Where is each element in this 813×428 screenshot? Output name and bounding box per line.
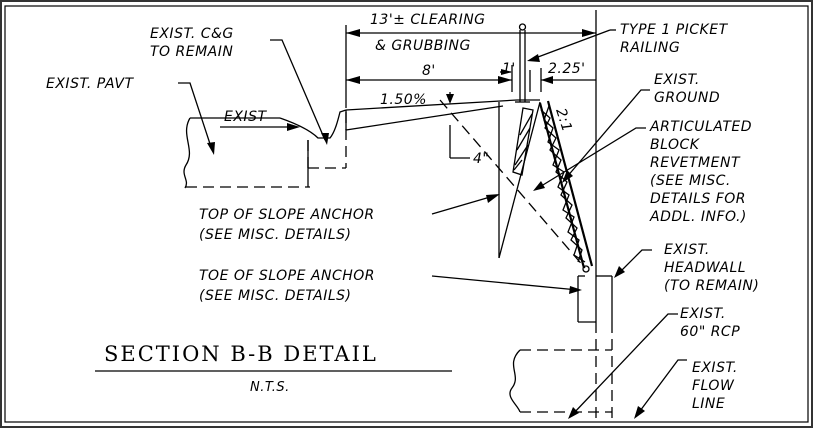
label-revetment-3: REVETMENT	[650, 155, 741, 171]
slope-arrow	[446, 92, 454, 104]
label-headwall-2: HEADWALL	[664, 260, 746, 276]
dimension-4in	[449, 125, 470, 159]
label-dim-4in: 4"	[473, 151, 489, 167]
existing-headwall	[577, 10, 613, 323]
existing-rcp-pipe	[509, 322, 613, 420]
leader-lines	[178, 29, 687, 419]
label-toe-anchor-2: (SEE MISC. DETAILS)	[199, 288, 352, 304]
label-clearing-2: & GRUBBING	[375, 38, 471, 54]
sidewalk-slab	[345, 99, 540, 131]
title-scale: N.T.S.	[250, 380, 290, 395]
label-dim-8ft: 8'	[422, 63, 436, 79]
label-exist-arrow: EXIST	[224, 109, 267, 125]
label-revetment-2: BLOCK	[650, 137, 701, 153]
label-dim-2.25ft: 2.25'	[548, 61, 586, 77]
picket-railing-post	[515, 23, 530, 103]
label-exist-cg-1: EXIST. C&G	[150, 26, 234, 42]
label-slope-21: 2:1	[552, 106, 575, 134]
label-revetment-1: ARTICULATED	[649, 119, 752, 135]
label-exist-ground-1: EXIST.	[654, 72, 700, 88]
label-railing-1: TYPE 1 PICKET	[620, 22, 729, 38]
label-flow-1: EXIST.	[692, 360, 738, 376]
label-exist-pavt: EXIST. PAVT	[46, 76, 134, 92]
anchor-hatch	[512, 107, 534, 176]
dimension-1ft	[500, 69, 531, 92]
label-top-anchor-1: TOP OF SLOPE ANCHOR	[199, 207, 375, 223]
label-exist-ground-2: GROUND	[654, 90, 720, 106]
label-flow-2: FLOW	[692, 378, 735, 394]
label-revetment-6: ADDL. INFO.)	[649, 209, 747, 225]
label-rcp-2: 60" RCP	[680, 324, 740, 340]
inner-border	[4, 5, 809, 423]
label-toe-anchor-1: TOE OF SLOPE ANCHOR	[199, 268, 375, 284]
existing-ground-line	[439, 99, 586, 269]
top-of-slope-anchor-wall	[498, 101, 541, 259]
labels: 13'± CLEARING & GRUBBING TYPE 1 PICKET R…	[46, 12, 759, 412]
label-revetment-4: (SEE MISC.	[650, 173, 731, 189]
label-railing-2: RAILING	[620, 40, 680, 56]
label-dim-1ft: 1'	[502, 61, 516, 77]
articulated-block-revetment	[538, 100, 594, 273]
dimension-2.25ft	[540, 68, 596, 92]
label-slope-pct: 1.50%	[380, 92, 427, 108]
label-rcp-1: EXIST.	[680, 306, 726, 322]
dimension-clearing	[345, 25, 596, 108]
label-exist-cg-2: TO REMAIN	[150, 44, 233, 60]
dimension-8ft	[346, 65, 513, 92]
label-clearing-1: 13'± CLEARING	[370, 12, 486, 28]
exist-pavement-arrow	[220, 123, 300, 131]
label-top-anchor-2: (SEE MISC. DETAILS)	[199, 227, 352, 243]
title-block: SECTION B-B DETAIL N.T.S.	[95, 342, 452, 395]
label-flow-3: LINE	[692, 396, 725, 412]
label-revetment-5: DETAILS FOR	[650, 191, 746, 207]
title-main: SECTION B-B DETAIL	[104, 342, 378, 366]
label-headwall-3: (TO REMAIN)	[664, 278, 759, 294]
label-headwall-1: EXIST.	[664, 242, 710, 258]
